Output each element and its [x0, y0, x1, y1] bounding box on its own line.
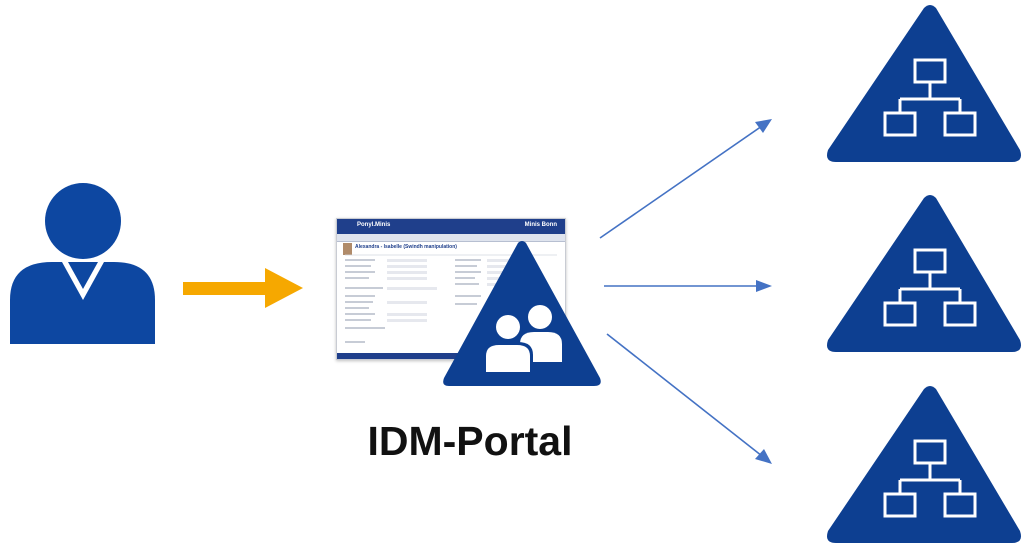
target-system-2 [825, 193, 1023, 354]
org-chart-icon [825, 3, 1023, 164]
portal-label: IDM-Portal [367, 418, 573, 464]
request-arrow [183, 268, 303, 308]
org-chart-icon [825, 193, 1023, 354]
connector-arrow-bottom [606, 333, 772, 464]
screenshot-brand: Minis Bonn [524, 222, 557, 228]
connector-arrow-top [599, 119, 772, 239]
target-system-1 [825, 3, 1023, 164]
screenshot-nav [337, 234, 565, 242]
screenshot-app-title: Ponyl.Minis [357, 222, 391, 228]
screenshot-footer [337, 353, 565, 359]
target-system-3 [825, 384, 1023, 545]
user-icon [10, 183, 155, 344]
avatar [343, 243, 352, 255]
screenshot-page-title: Alexandra - Isabelle (Swindh manipulatio… [355, 244, 457, 250]
org-chart-icon [825, 384, 1023, 545]
screenshot-header: Ponyl.Minis Minis Bonn [337, 219, 565, 234]
connector-arrow-middle [604, 280, 772, 292]
portal-triangle [443, 241, 601, 386]
user-group-icon [483, 305, 562, 374]
